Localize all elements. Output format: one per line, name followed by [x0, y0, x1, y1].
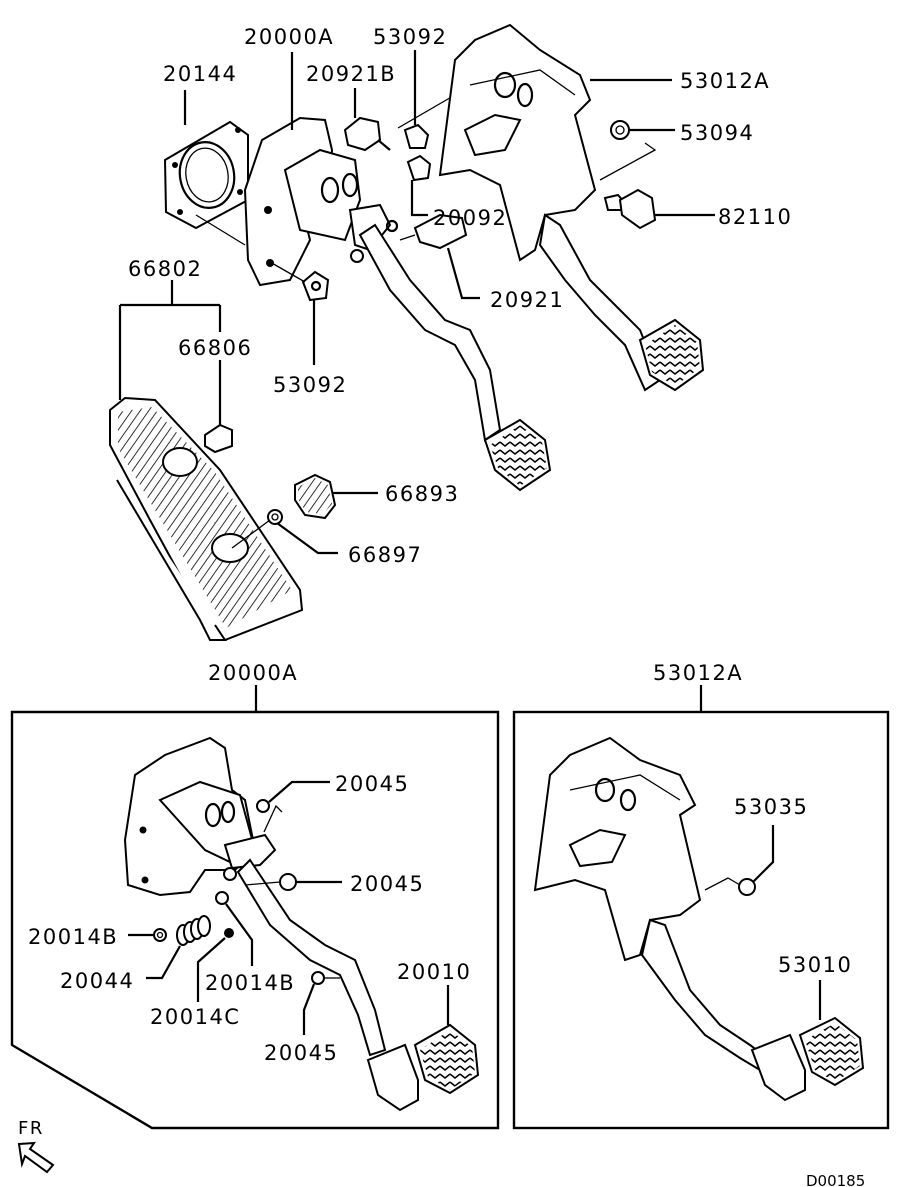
leader-20045-c [302, 983, 316, 1035]
label-20000A-top: 20000A [244, 25, 334, 49]
drawing-id: D00185 [806, 1172, 865, 1187]
label-20045-a: 20045 [335, 772, 409, 796]
label-20144: 20144 [163, 62, 237, 86]
nut-53092-top [403, 123, 430, 149]
label-53092-bottom: 53092 [273, 373, 347, 397]
leader-gasket-bolt [195, 214, 246, 246]
bushing-20045-a [256, 799, 270, 813]
label-53094: 53094 [680, 121, 754, 145]
brake-pedal-detail [533, 736, 865, 1102]
label-20921: 20921 [490, 288, 564, 312]
label-20010: 20010 [397, 960, 471, 984]
brake-pedal-assembly [438, 23, 705, 392]
label-20014C: 20014C [150, 1005, 240, 1029]
label-20092: 20092 [433, 206, 507, 230]
label-53010: 53010 [778, 953, 852, 977]
label-53012A-top: 53012A [680, 69, 770, 93]
nut-66897 [267, 509, 283, 525]
label-66897: 66897 [348, 543, 422, 567]
detail-box-53012A [512, 685, 890, 1130]
label-66893: 66893 [385, 482, 459, 506]
switch-20921 [399, 213, 468, 250]
leader-aux [269, 261, 306, 283]
label-82110: 82110 [718, 205, 792, 229]
leader-aux [704, 877, 741, 891]
label-20921B: 20921B [306, 62, 396, 86]
pad-66893 [294, 473, 337, 520]
leader-20921 [446, 247, 480, 300]
front-direction-arrow-icon [17, 1141, 55, 1174]
bushing-20014B-a [153, 928, 167, 942]
leader-53035 [752, 825, 775, 883]
label-66806: 66806 [178, 336, 252, 360]
detail-title-20000A: 20000A [208, 661, 298, 685]
leader-20044 [146, 945, 181, 980]
clip-53094 [610, 120, 630, 140]
leader-66802 [118, 280, 222, 400]
leader-20092 [410, 180, 428, 217]
bushing-20045-b [279, 873, 297, 891]
clutch-pedal-detail [123, 736, 480, 1112]
nut-53092-bottom [301, 270, 330, 302]
label-20045-b: 20045 [350, 872, 424, 896]
bushing-20014B-b [215, 891, 229, 905]
label-20014B-b: 20014B [205, 971, 295, 995]
leader-aux [244, 881, 281, 886]
bushing-20045-c [311, 971, 325, 985]
switch-20921B [343, 116, 391, 152]
leader-aux [263, 804, 283, 833]
detail-box-20000A [10, 685, 500, 1130]
bushing-53035 [738, 878, 756, 896]
gasket-20144 [163, 120, 249, 230]
leader-aux [231, 519, 271, 549]
leader-20045-a [268, 780, 330, 803]
stop-lamp-switch-82110 [603, 188, 657, 230]
leader-20014C [196, 937, 226, 1002]
leader-aux [599, 142, 657, 181]
detail-title-53012A: 53012A [653, 661, 743, 685]
bushing-20014C [224, 928, 234, 938]
label-66802: 66802 [128, 257, 202, 281]
label-20014B-a: 20014B [28, 925, 118, 949]
label-53035: 53035 [734, 795, 808, 819]
spring-20044 [176, 915, 211, 946]
fr-label: FR [18, 1118, 44, 1139]
label-20045-c: 20045 [264, 1041, 338, 1065]
label-20044: 20044 [60, 969, 134, 993]
accelerator-pedal-66802 [109, 396, 304, 642]
stopper-20092 [406, 154, 432, 182]
leader-66897 [276, 522, 338, 555]
stopper-66806 [204, 423, 233, 454]
label-53092-top: 53092 [373, 25, 447, 49]
leader-20014B-b [225, 903, 254, 966]
clutch-pedal-assembly [243, 116, 552, 492]
